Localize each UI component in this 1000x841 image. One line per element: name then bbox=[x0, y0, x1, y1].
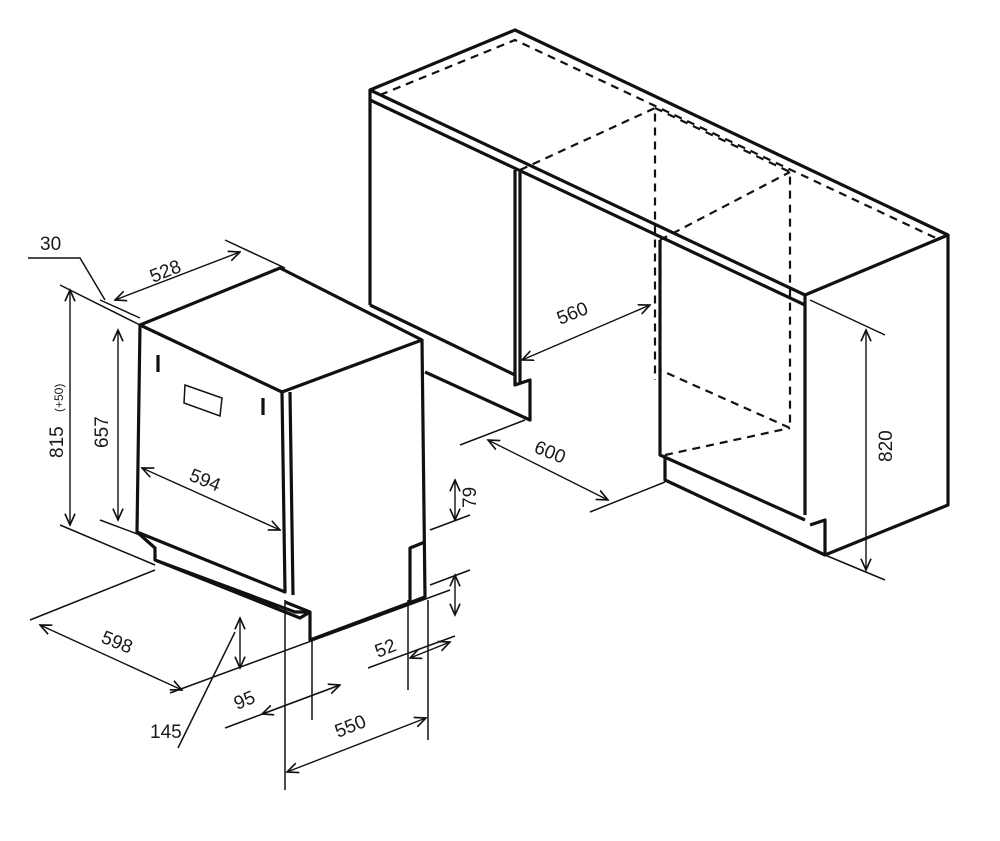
dim-594: 594 bbox=[186, 465, 224, 497]
dim-145: 145 bbox=[150, 722, 182, 743]
dim-815: 815 bbox=[47, 426, 68, 458]
display-window bbox=[183, 383, 223, 418]
dishwasher-body bbox=[135, 266, 427, 642]
dim-560: 560 bbox=[554, 298, 591, 329]
dim-528: 528 bbox=[147, 256, 184, 287]
dim-815-tolerance: (+50) bbox=[52, 384, 66, 412]
dim-820: 820 bbox=[876, 430, 897, 462]
dimension-lines bbox=[28, 239, 886, 790]
dim-95: 95 bbox=[231, 687, 258, 714]
dim-79: 79 bbox=[460, 487, 481, 508]
mounting-slots bbox=[156, 355, 265, 415]
kitchen-cabinet bbox=[368, 28, 950, 557]
dim-550: 550 bbox=[332, 711, 369, 742]
dimension-labels: 30 528 815 (+50) 657 594 598 145 95 550 … bbox=[40, 234, 897, 743]
dim-657: 657 bbox=[92, 416, 113, 448]
dim-30: 30 bbox=[40, 234, 61, 255]
